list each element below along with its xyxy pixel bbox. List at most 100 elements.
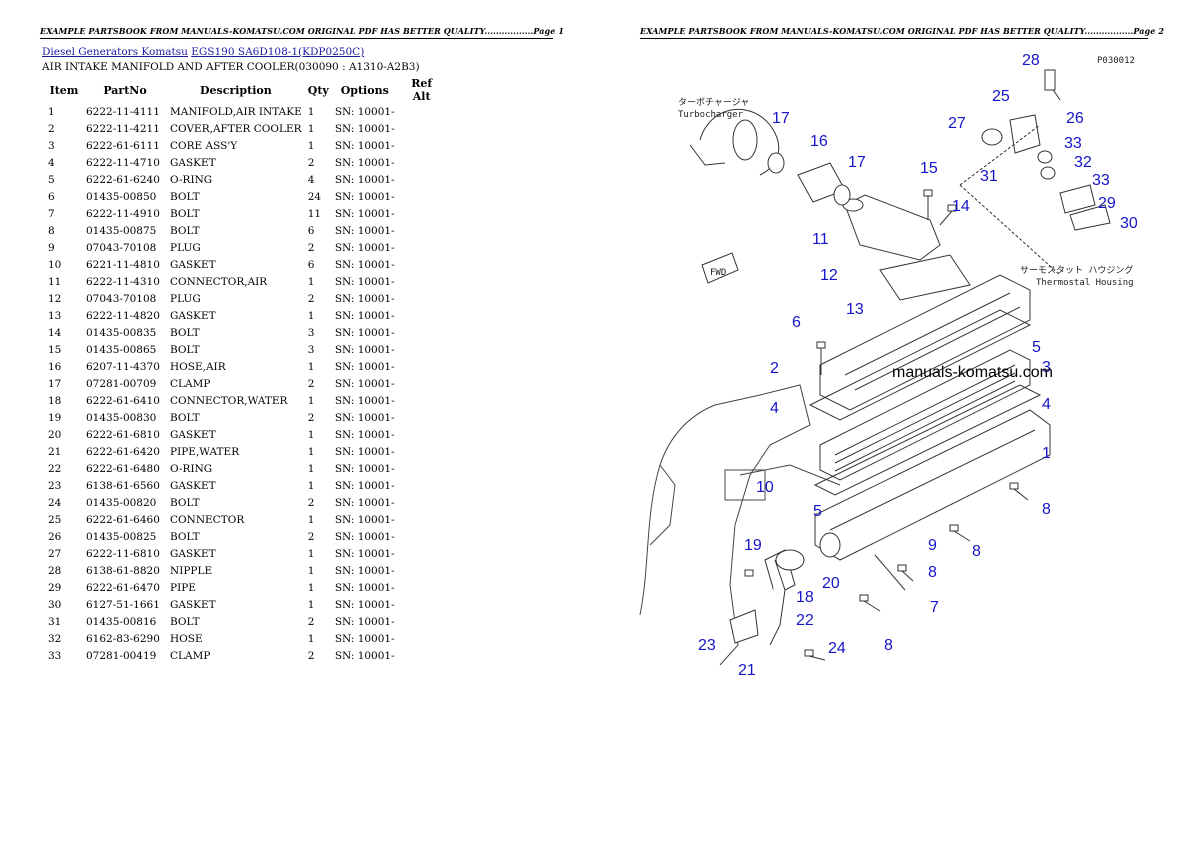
cell-item: 6 (48, 190, 55, 203)
cell-qty: 1 (307, 581, 315, 594)
column-header-description: Description (200, 83, 272, 97)
cell-ref-alt (398, 460, 446, 477)
cell-options: SN: 10001- (334, 360, 395, 373)
cell-options: SN: 10001- (334, 615, 395, 628)
turbocharger-label-en: Turbocharger (678, 110, 744, 120)
cell-description: BOLT (170, 343, 200, 356)
cell-partno: 6207-11-4370 (86, 360, 160, 373)
cell-item: 12 (48, 292, 62, 305)
water-connector-shape (729, 549, 805, 646)
cell-qty: 1 (307, 275, 315, 288)
callout-4: 4 (1042, 396, 1051, 413)
section-title: AIR INTAKE MANIFOLD AND AFTER COOLER(030… (42, 61, 420, 73)
cell-partno: 01435-00850 (86, 190, 157, 203)
column-header-qty: Qty (307, 83, 329, 97)
cell-ref-alt (398, 171, 446, 188)
cell-options: SN: 10001- (334, 190, 395, 203)
cell-description: CONNECTOR,WATER (170, 394, 288, 407)
breadcrumb-link-model[interactable]: EGS190 SA6D108-1(KDP0250C) (191, 46, 365, 58)
cell-options: SN: 10001- (334, 122, 395, 135)
cell-item: 24 (48, 496, 62, 509)
cell-ref-alt (398, 358, 446, 375)
cell-ref-alt (398, 222, 446, 239)
cell-partno: 01435-00835 (86, 326, 157, 339)
cell-ref-alt (398, 137, 446, 154)
callout-6: 6 (792, 314, 801, 331)
callout-21: 21 (738, 662, 756, 679)
cell-partno: 01435-00816 (86, 615, 157, 628)
cell-partno: 01435-00825 (86, 530, 157, 543)
cell-description: CONNECTOR (170, 513, 245, 526)
cell-options: SN: 10001- (334, 156, 395, 169)
cell-ref-alt (398, 290, 446, 307)
cell-qty: 24 (307, 190, 322, 203)
callout-3: 3 (1042, 359, 1051, 376)
air-intake-manifold-shape (814, 409, 1051, 561)
cell-ref-alt (398, 154, 446, 171)
leader-lines (959, 124, 1061, 276)
cell-partno: 6222-61-6470 (86, 581, 160, 594)
thermostat-label-jp: サーモスタット ハウジング (1020, 264, 1133, 276)
cell-ref-alt (398, 511, 446, 528)
cell-ref-alt (398, 443, 446, 460)
cell-partno: 6222-61-6480 (86, 462, 160, 475)
cell-partno: 6222-61-6240 (86, 173, 160, 186)
callout-8: 8 (972, 543, 981, 560)
cell-item: 17 (48, 377, 62, 390)
cell-partno: 07043-70108 (86, 241, 157, 254)
air-connector-shape (842, 194, 941, 261)
cell-qty: 3 (307, 343, 315, 356)
callout-8: 8 (928, 564, 937, 581)
cell-description: GASKET (170, 428, 216, 441)
cell-item: 11 (48, 275, 62, 288)
breadcrumb-link-category[interactable]: Diesel Generators Komatsu (42, 46, 188, 58)
cell-qty: 6 (307, 258, 315, 271)
cell-partno: 01435-00865 (86, 343, 157, 356)
cell-description: HOSE,AIR (170, 360, 226, 373)
cell-qty: 1 (307, 105, 315, 118)
cell-ref-alt (398, 579, 446, 596)
cell-description: PIPE (170, 581, 196, 594)
cell-partno: 01435-00875 (86, 224, 157, 237)
cell-description: NIPPLE (170, 564, 213, 577)
callout-10: 10 (756, 479, 774, 496)
cell-ref-alt (398, 256, 446, 273)
cell-options: SN: 10001- (334, 496, 395, 509)
cell-partno: 6221-11-4810 (86, 258, 160, 271)
cell-ref-alt (398, 545, 446, 562)
cell-qty: 1 (307, 428, 315, 441)
cell-description: BOLT (170, 207, 200, 220)
cell-qty: 1 (307, 360, 315, 373)
cell-partno: 6222-11-4211 (86, 122, 160, 135)
callout-13: 13 (846, 301, 864, 318)
callout-14: 14 (952, 198, 970, 215)
callout-15: 15 (920, 160, 938, 177)
cell-ref-alt (398, 528, 446, 545)
callout-26: 26 (1066, 110, 1084, 127)
cell-options: SN: 10001- (334, 377, 395, 390)
cell-options: SN: 10001- (334, 309, 395, 322)
cell-qty: 1 (307, 462, 315, 475)
cell-partno: 6162-83-6290 (86, 632, 160, 645)
cell-qty: 3 (307, 326, 315, 339)
cell-qty: 1 (307, 598, 315, 611)
cell-qty: 2 (307, 292, 315, 305)
cell-ref-alt (398, 239, 446, 256)
cell-ref-alt (398, 562, 446, 579)
